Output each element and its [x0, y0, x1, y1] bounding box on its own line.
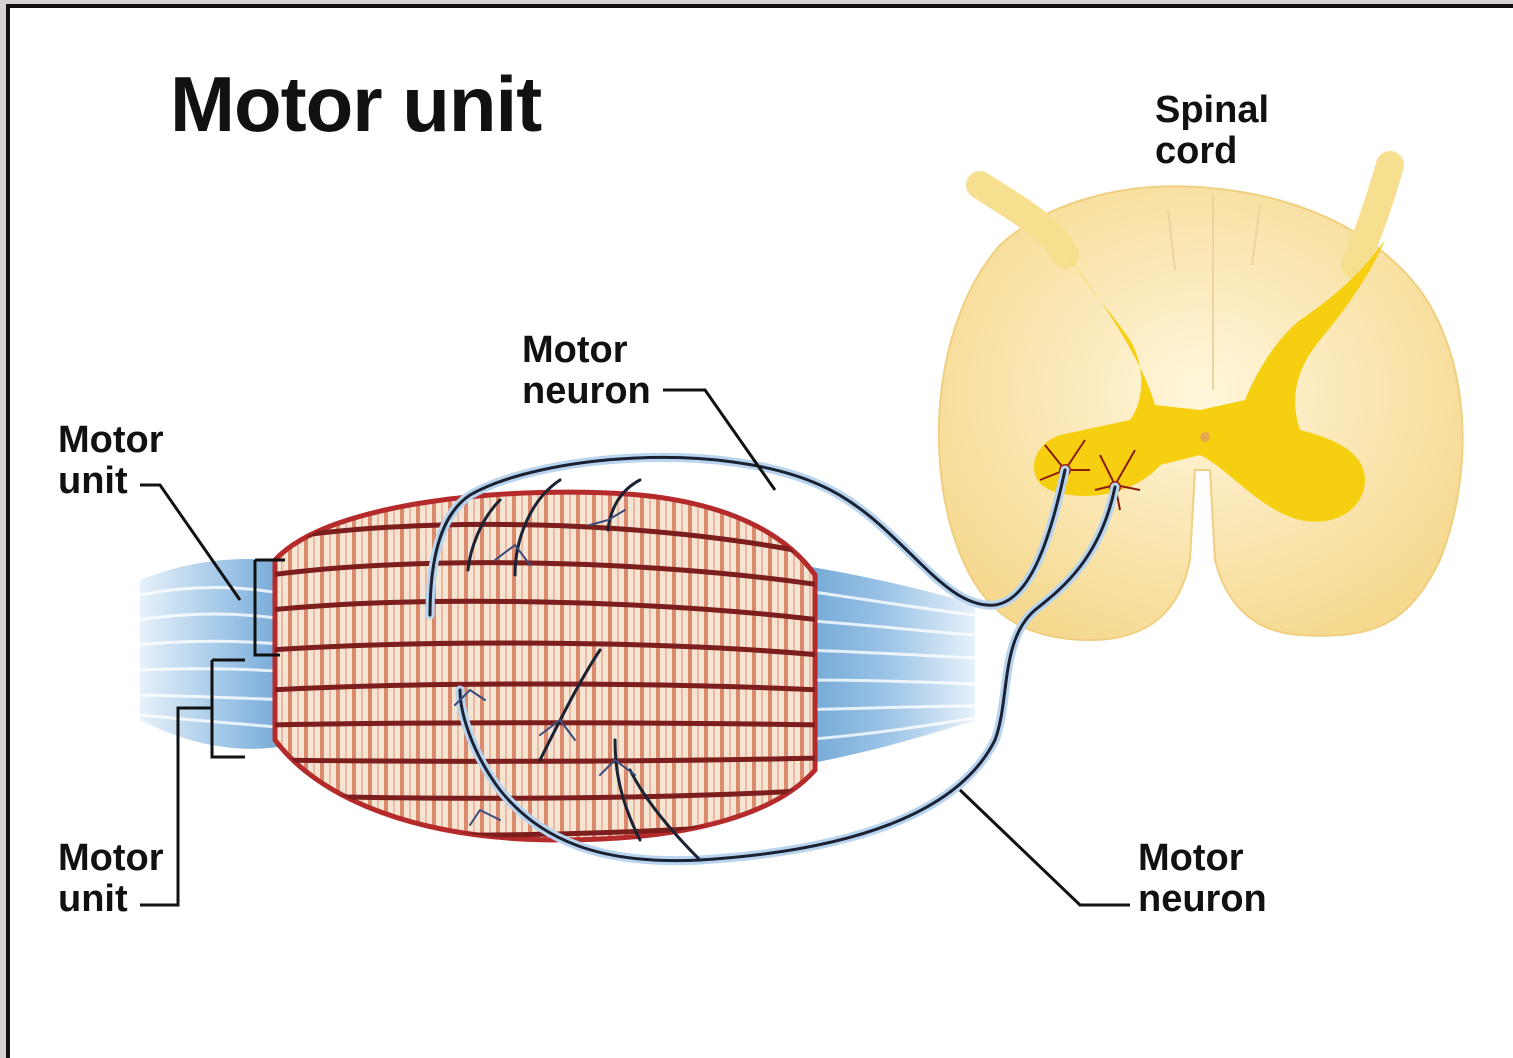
motor-neuron-label-bottom: Motor neuron: [1138, 838, 1267, 920]
spinal-cord-label: Spinal cord: [1155, 90, 1269, 172]
muscle-belly: [270, 492, 820, 840]
motor-unit-label-top: Motor unit: [58, 420, 164, 502]
motor-neuron-label-top: Motor neuron: [522, 330, 651, 412]
spinal-cord: [939, 165, 1463, 640]
motor-unit-label-bottom: Motor unit: [58, 838, 164, 920]
right-tendon: [800, 565, 975, 765]
figure-title: Motor unit: [170, 62, 541, 146]
